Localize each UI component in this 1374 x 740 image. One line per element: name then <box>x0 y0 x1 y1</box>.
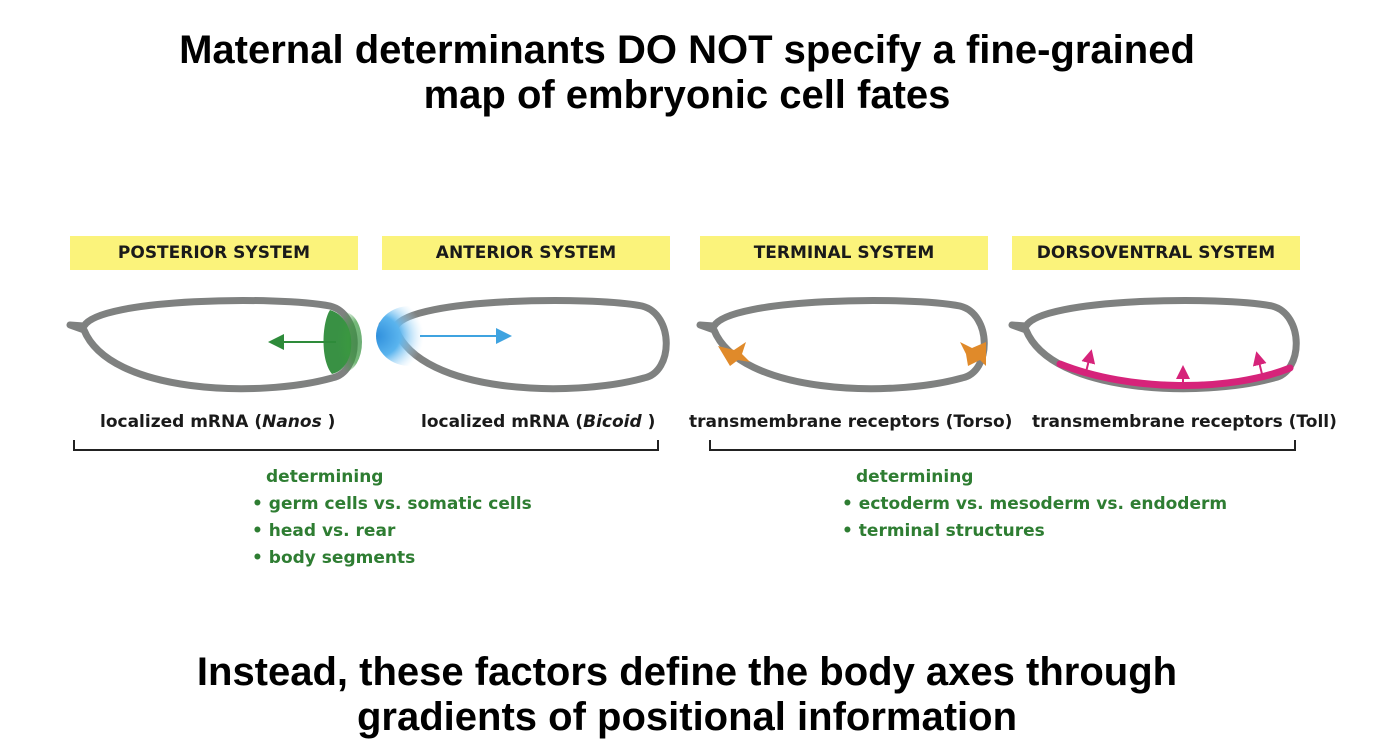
posterior-caption: localized mRNA (Nanos ) <box>100 412 336 432</box>
list-item: • body segments <box>252 548 416 568</box>
conclusion-title: Instead, these factors define the body a… <box>0 650 1374 740</box>
dorsoventral-embryo <box>1008 297 1300 393</box>
determining-heading: determining <box>266 467 384 487</box>
conclusion-line-2: gradients of positional information <box>357 695 1017 739</box>
posterior-embryo <box>66 297 362 393</box>
posterior-system-label: POSTERIOR SYSTEM <box>70 236 358 270</box>
toll-arrow-3 <box>1252 351 1267 375</box>
receptor-determinants: determining • ectoderm vs. mesoderm vs. … <box>842 464 1227 545</box>
list-item: • germ cells vs. somatic cells <box>252 494 532 514</box>
bicoid-gradient <box>376 306 444 366</box>
maternal-mrna-determinants: determining • germ cells vs. somatic cel… <box>252 464 532 572</box>
anterior-embryo <box>376 297 670 393</box>
conclusion-line-1: Instead, these factors define the body a… <box>196 650 1178 694</box>
torso-receptor-anterior <box>718 342 750 366</box>
anterior-system-label: ANTERIOR SYSTEM <box>382 236 670 270</box>
title-line-1: Maternal determinants DO NOT specify a f… <box>179 28 1195 72</box>
dorsoventral-system-label: DORSOVENTRAL SYSTEM <box>1012 236 1300 270</box>
terminal-system-label: TERMINAL SYSTEM <box>700 236 988 270</box>
list-item: • head vs. rear <box>252 521 396 541</box>
left-bracket <box>73 440 659 451</box>
terminal-embryo <box>696 297 988 393</box>
toll-arrow-1 <box>1081 349 1096 373</box>
toll-band <box>1056 360 1294 389</box>
torso-receptor-posterior <box>960 342 986 366</box>
terminal-caption: transmembrane receptors (Torso) <box>689 412 1013 432</box>
title-line-2: map of embryonic cell fates <box>423 73 951 117</box>
list-item: • ectoderm vs. mesoderm vs. endoderm <box>842 494 1228 514</box>
dorsoventral-caption: transmembrane receptors (Toll) <box>1032 412 1337 432</box>
page-title: Maternal determinants DO NOT specify a f… <box>0 28 1374 118</box>
list-item: • terminal structures <box>842 521 1045 541</box>
anterior-caption: localized mRNA (Bicoid ) <box>421 412 656 432</box>
determining-heading: determining <box>856 467 974 487</box>
right-bracket <box>709 440 1296 451</box>
